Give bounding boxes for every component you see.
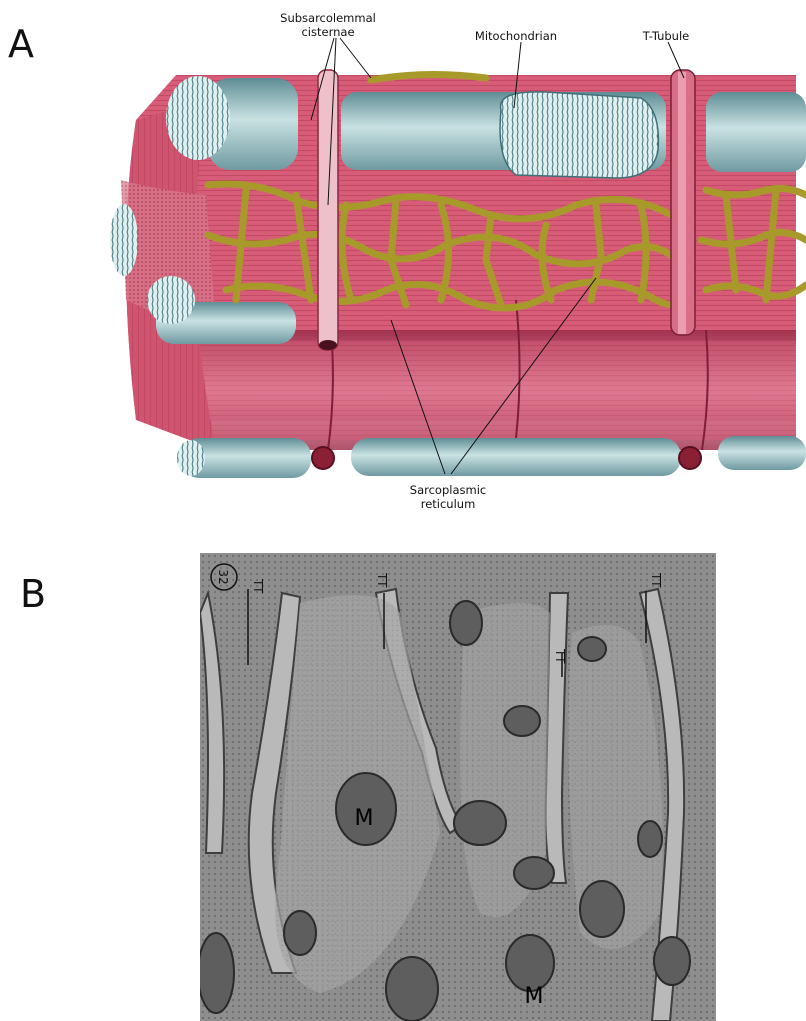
muscle-fiber-illustration: Subsarcolemmal cisternae Mitochondrian T… [96, 0, 806, 530]
panel-letter-a: A [8, 22, 34, 66]
label-mitochondrion: Mitochondrian [475, 29, 557, 43]
label-sarcoplasmic-line2: reticulum [421, 497, 476, 511]
label-subsarcolemmal-line1: Subsarcolemmal [280, 11, 376, 25]
label-t-tubule: T-Tubule [642, 29, 690, 43]
label-sarcoplasmic-line1: Sarcoplasmic [410, 483, 486, 497]
label-subsarcolemmal-line2: cisternae [301, 25, 354, 39]
tt-label-3: TT [649, 572, 663, 588]
m-label-2: M [525, 984, 544, 1009]
tt-label-4: TT [553, 648, 567, 664]
tt-label-2: TT [375, 572, 389, 588]
electron-micrograph: 32 TT TT TT TT M M [200, 553, 716, 1021]
panel-letter-b: B [20, 572, 46, 616]
plate-number: 32 [216, 569, 230, 584]
tt-label-1: TT [251, 578, 265, 594]
m-label-1: M [355, 806, 374, 831]
